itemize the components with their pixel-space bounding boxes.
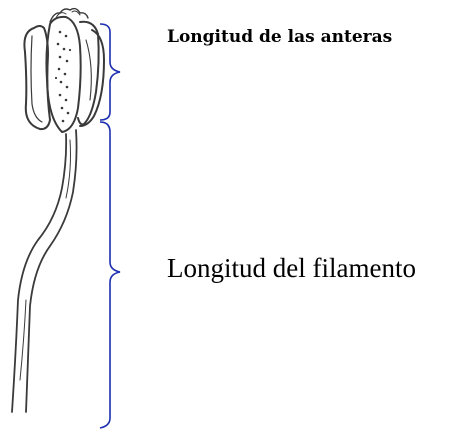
- stamen-illustration: [12, 9, 104, 412]
- anther-head: [24, 9, 104, 132]
- filament: [12, 130, 77, 412]
- anther-length-label: Longitud de las anteras: [167, 24, 397, 50]
- filament-length-bracket: [100, 122, 120, 428]
- anther-dots: [55, 31, 71, 123]
- filament-length-label: Longitud del filamento: [167, 252, 416, 284]
